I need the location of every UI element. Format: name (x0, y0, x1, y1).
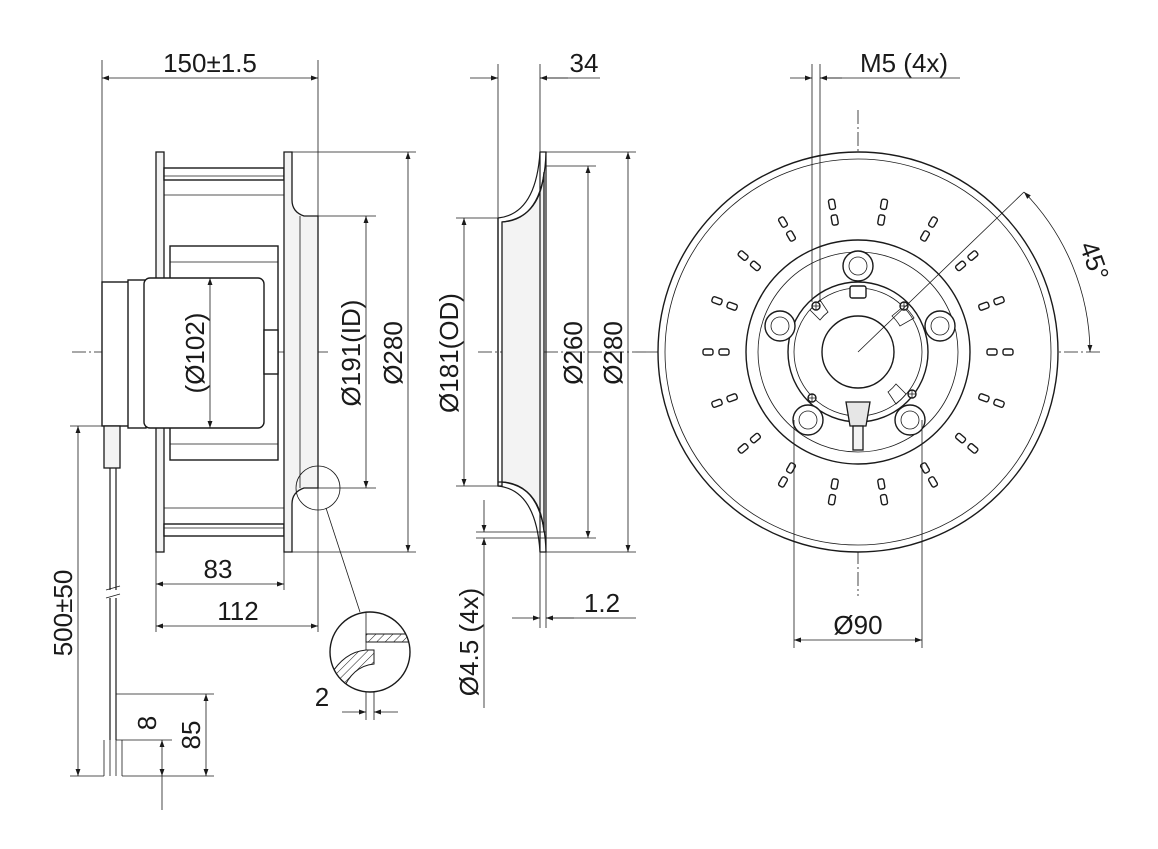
dim-ring-260: Ø260 (558, 321, 588, 385)
inlet-ring-profile (497, 171, 545, 533)
balancing-slot (711, 296, 723, 306)
dim-bolt-circle: Ø90 (833, 610, 882, 640)
dim-angle: 45° (1074, 237, 1116, 284)
cable-stub (852, 425, 864, 451)
balancing-slot (993, 296, 1005, 306)
balancing-slot (967, 250, 979, 261)
balancing-slot (749, 432, 762, 444)
balancing-slot (726, 393, 738, 403)
dim-hub-diameter: (Ø102) (180, 313, 210, 394)
dim-width: 150±1.5 (163, 48, 257, 78)
dim-strip-short: 8 (132, 716, 162, 730)
balancing-slot (919, 462, 931, 474)
dim-strip-long: 85 (176, 721, 206, 750)
balancing-slot (954, 432, 967, 444)
m5-screws (807, 301, 917, 403)
balancing-slot (978, 301, 990, 311)
balancing-slot (711, 398, 723, 408)
balancing-slot (777, 216, 789, 228)
dim-ring-od: Ø181(OD) (434, 293, 464, 413)
balancing-slot (879, 493, 889, 506)
dim-inlet-id: Ø191(ID) (336, 300, 366, 407)
front-view: 45° M5 (4x) Ø90 (646, 48, 1115, 648)
cable-gland (103, 425, 121, 469)
bottom-blade-band (163, 523, 285, 537)
dim-ring-thickness: 1.2 (584, 588, 620, 618)
balancing-slot (879, 198, 889, 211)
top-blade-band (163, 167, 285, 181)
dim-ring-depth: 34 (570, 48, 599, 78)
dim-outer-diameter: Ø280 (378, 321, 408, 385)
dim-ring-280: Ø280 (598, 321, 628, 385)
balancing-slot (749, 260, 762, 272)
dim-depth-83: 83 (204, 554, 233, 584)
balancing-slot (986, 348, 998, 356)
balancing-slot (877, 478, 886, 490)
dim-cable-length: 500±50 (48, 570, 78, 657)
mounting-lugs (764, 250, 956, 436)
dim-depth-112: 112 (217, 596, 258, 626)
cable-outlet (845, 401, 871, 427)
balancing-slot (827, 493, 837, 506)
detail-view (329, 611, 411, 693)
balancing-slot (830, 214, 839, 226)
balancing-slot (726, 301, 738, 311)
dim-detail-2: 2 (315, 682, 329, 712)
balancing-slot (967, 443, 979, 454)
balancing-slot (919, 230, 931, 242)
balancing-slot (927, 476, 939, 488)
dim-ring-holes: Ø4.5 (4x) (454, 588, 484, 696)
balancing-slot (927, 216, 939, 228)
balancing-slot (702, 348, 714, 356)
balancing-slot (830, 478, 839, 490)
inlet-ring-view: 34 Ø181(OD) Ø260 Ø280 Ø4.5 (4x) 1.2 (434, 48, 646, 708)
balancing-slot (993, 398, 1005, 408)
balancing-slot (785, 462, 797, 474)
balancing-slots (702, 198, 1014, 506)
front-shroud (283, 151, 319, 553)
balancing-slot (777, 476, 789, 488)
balancing-slot (737, 443, 749, 454)
balancing-slot (877, 214, 886, 226)
balancing-slot (827, 198, 837, 211)
balancing-slot (718, 348, 730, 356)
balancing-slot (785, 230, 797, 242)
balancing-slot (954, 260, 967, 272)
balancing-slot (737, 250, 749, 261)
dim-threads: M5 (4x) (860, 48, 948, 78)
balancing-slot (1002, 348, 1014, 356)
side-view: 150±1.5 (Ø102) Ø191(ID) Ø280 83 112 500±… (48, 48, 416, 810)
detail-marker-circle (295, 465, 341, 511)
balancing-slot (978, 393, 990, 403)
